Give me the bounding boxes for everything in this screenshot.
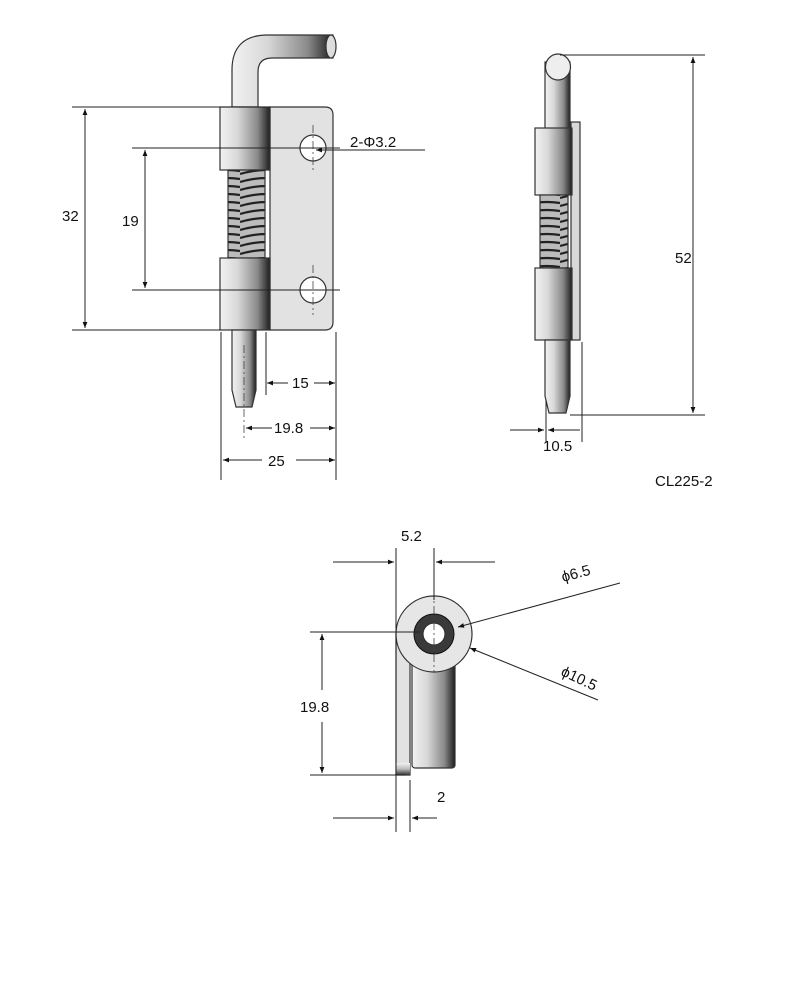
dim-height-overall: 32 [62, 208, 79, 225]
dim-plate-width: 15 [292, 375, 309, 392]
hinge-plate [269, 106, 334, 331]
dim-offset: 5.2 [401, 528, 422, 545]
dim-hole-spacing: 19 [122, 213, 139, 230]
hook-pin [231, 34, 334, 108]
dim-pin-center-width: 19.8 [274, 420, 303, 437]
dim-width-overall: 25 [268, 453, 285, 470]
front-view: 32 19 2-Φ3.2 15 19.8 25 [62, 34, 425, 480]
dim-plate-thickness: 2 [437, 789, 445, 806]
dim-bottom-height: 19.8 [300, 699, 329, 716]
side-plate [570, 121, 581, 341]
side-view: 52 10.5 CL225-2 [510, 53, 713, 490]
bottom-view: 5.2 ϕ6.5 ϕ10.5 19.8 2 [300, 528, 621, 832]
lower-barrel [219, 257, 271, 331]
part-number: CL225-2 [655, 473, 713, 490]
upper-barrel [219, 106, 271, 171]
dim-inner-diameter: ϕ6.5 [560, 562, 593, 586]
dim-length-overall: 52 [675, 250, 692, 267]
dim-hole-callout: 2-Φ3.2 [350, 134, 396, 151]
spring [227, 169, 266, 259]
dim-outer-diameter: ϕ10.5 [558, 663, 599, 694]
dim-thickness: 10.5 [543, 438, 572, 455]
